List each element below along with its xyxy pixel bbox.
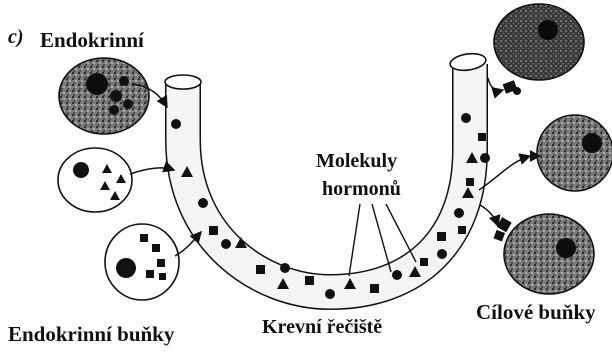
nucleus xyxy=(86,73,108,95)
label-bloodstream: Krevní řečiště xyxy=(262,316,382,339)
endocrine-cell-2 xyxy=(58,148,132,212)
hormone-square xyxy=(458,226,466,234)
hormone-square xyxy=(437,232,446,241)
hormone-square xyxy=(466,178,474,186)
nucleus xyxy=(73,162,89,178)
label-hormone-molecules-line2: hormonů xyxy=(322,178,401,201)
vessel-left-opening xyxy=(165,75,201,89)
receptor xyxy=(497,217,512,232)
target-cell-2 xyxy=(530,115,612,191)
hormone-circle xyxy=(437,249,447,259)
hormone-circle xyxy=(221,239,231,249)
hormone-circle xyxy=(325,289,335,299)
label-hormone-molecules-line1: Molekuly xyxy=(316,150,397,173)
hormone-square xyxy=(305,276,314,285)
hormone-square xyxy=(420,258,428,266)
endocrine-cell-1 xyxy=(59,58,149,134)
panel-letter: c) xyxy=(8,26,24,49)
hormone-circle xyxy=(454,208,464,218)
nucleus xyxy=(538,20,558,40)
hormone-square xyxy=(209,226,218,235)
hormone-square xyxy=(478,133,486,141)
nucleus xyxy=(582,133,602,153)
hormone-molecules xyxy=(171,113,490,299)
hormone-circle xyxy=(480,153,490,163)
hormone-square xyxy=(370,284,379,293)
target-cell-1 xyxy=(494,4,584,95)
diagram-title: Endokrinní xyxy=(40,28,144,53)
hormone-circle xyxy=(392,270,402,280)
hormone-square xyxy=(256,265,265,274)
nucleus xyxy=(556,238,576,258)
target-cell-3 xyxy=(494,214,594,294)
hormone-circle xyxy=(280,263,290,273)
hormone-circle xyxy=(198,198,208,208)
label-target-cells: Cílové buňky xyxy=(476,300,596,325)
endocrine-cell-3 xyxy=(105,224,179,300)
label-endocrine-cells: Endokrinní buňky xyxy=(8,322,174,347)
hormone-circle xyxy=(171,119,181,129)
nucleus xyxy=(116,258,136,278)
hormone-circle xyxy=(461,113,471,123)
